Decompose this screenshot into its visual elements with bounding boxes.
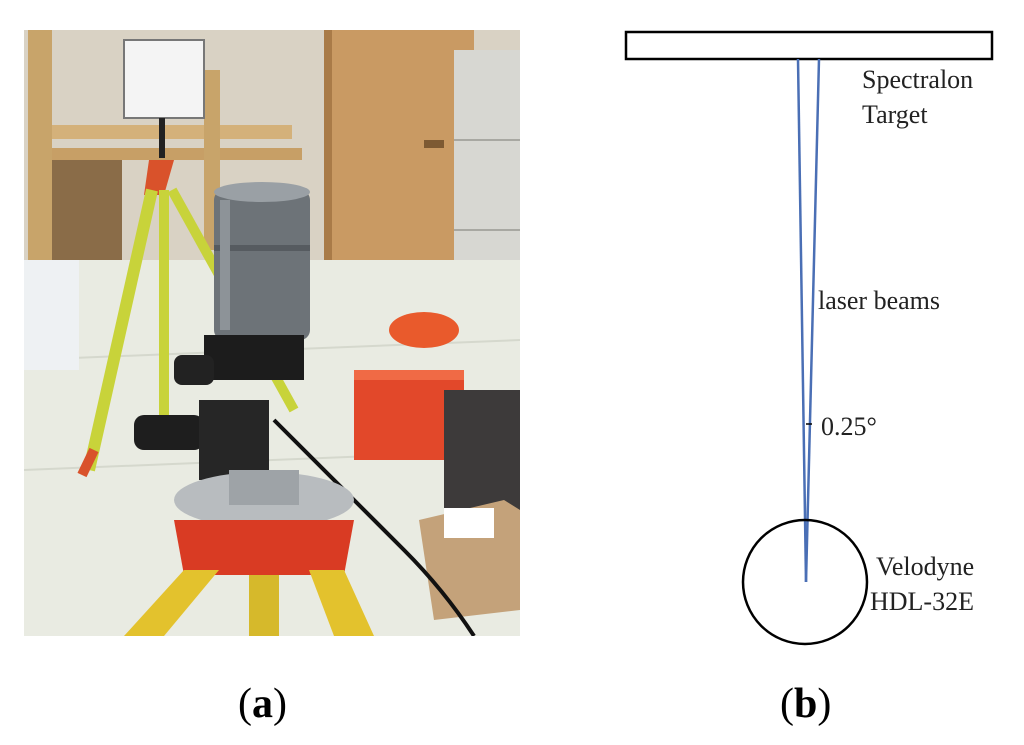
cable [272, 418, 476, 636]
door-handle [424, 140, 444, 148]
tripod-leg-front [124, 570, 219, 636]
mount-knob [134, 415, 204, 450]
schematic-diagram: Spectralon Target laser beams 0.25° Velo… [600, 20, 1010, 660]
caption-a: (a) [238, 681, 287, 727]
tripod-head-back [144, 160, 174, 195]
target-label-line1: Spectralon [862, 65, 973, 94]
cabinet-left [52, 160, 122, 270]
target-label-line2: Target [862, 100, 928, 129]
angle-label: 0.25° [821, 412, 877, 441]
door [324, 30, 474, 280]
setup-photo [24, 30, 520, 636]
sensor-label-line2: HDL-32E [870, 587, 974, 616]
photo-illustration [24, 30, 520, 636]
sensor-mount [204, 335, 304, 380]
sensor-label-line1: Velodyne [876, 552, 974, 581]
wooden-beam [52, 125, 292, 139]
lidar-sensor [214, 190, 310, 340]
spectralon-target-photo [123, 39, 205, 119]
laser-beam-right [804, 58, 821, 583]
dark-box [444, 390, 520, 520]
wooden-post [28, 30, 52, 260]
schematic-svg: Spectralon Target laser beams 0.25° Velo… [624, 30, 994, 646]
laser-beam-left [796, 58, 808, 583]
spectralon-target-bar [624, 30, 994, 61]
velodyne-sensor-circle [741, 518, 869, 646]
white-board [24, 260, 79, 370]
tripod-leg [83, 188, 158, 472]
tripod-head-front [174, 520, 354, 575]
caption-b: (b) [780, 681, 832, 727]
beams-label: laser beams [818, 286, 940, 315]
